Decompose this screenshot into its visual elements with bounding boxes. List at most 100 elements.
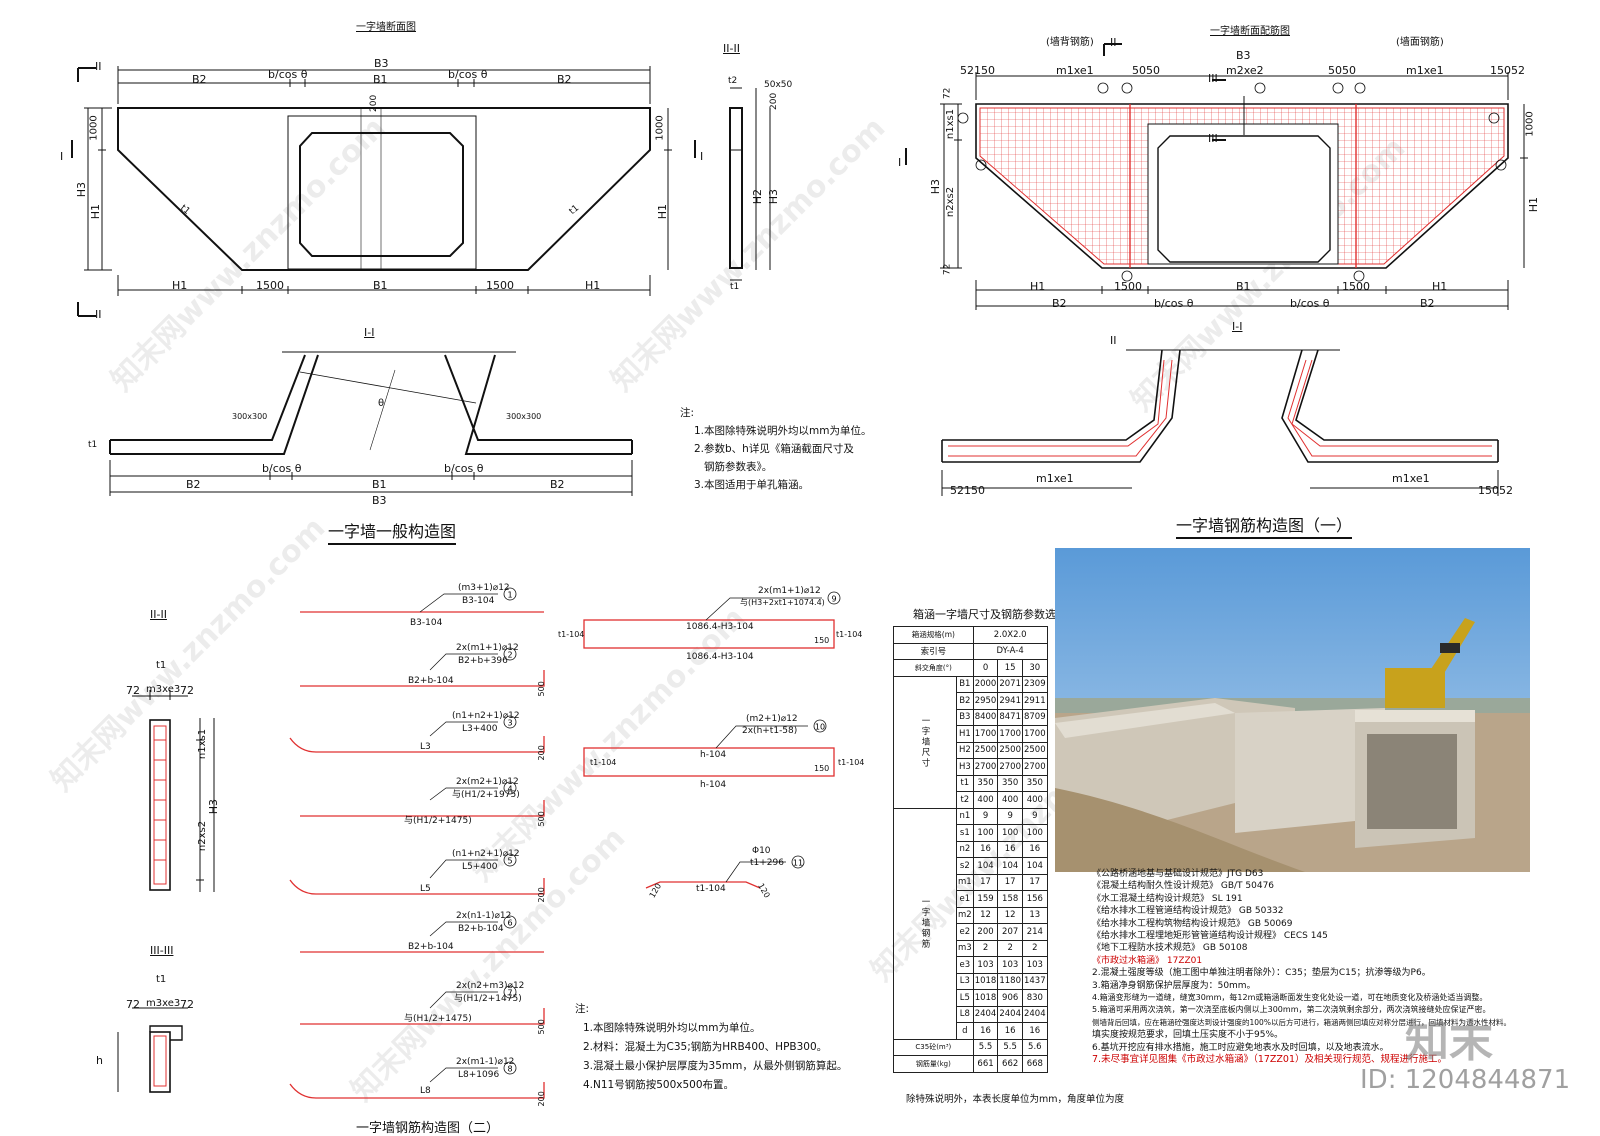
table-cell: 2700	[997, 758, 1023, 776]
table-param: L5	[956, 989, 974, 1007]
bar-2-count: 2x(m1+1)⌀12	[456, 643, 519, 653]
table-cell: 13	[1021, 906, 1048, 924]
table-cell: 2700	[972, 758, 999, 776]
table-cell: 103	[972, 956, 999, 974]
table-param: B3	[956, 708, 974, 726]
table-cell: 156	[1021, 890, 1048, 908]
dim-500-b: 500	[536, 811, 546, 827]
bar-number: 4	[507, 785, 512, 794]
dim-b2-left: B2	[192, 73, 207, 86]
bar-9-outer: 1086.4-H3-104	[686, 652, 754, 662]
table-param: H3	[956, 758, 974, 776]
selection-table-title: 箱涵一字墙尺寸及钢筋参数选用表	[913, 608, 1078, 621]
table-cell: 17	[1021, 873, 1048, 891]
note-line: 3.混凝土最小保护层厚度为35mm，从最外侧钢筋算起。	[583, 1060, 848, 1072]
cell-size-val: 2.0X2.0	[972, 626, 1048, 644]
cell-c35: 5.5	[972, 1038, 999, 1056]
bar-number: 8	[507, 1065, 512, 1074]
note-line: 3.本图适用于单孔箱涵。	[694, 479, 810, 491]
table-cell: 2700	[1021, 758, 1048, 776]
dim-m1e1-top-right: m1xe1	[1406, 64, 1444, 77]
dim-b2-rebar-left: B2	[1052, 297, 1067, 310]
cell-c35-head: C35砼(m³)	[893, 1038, 974, 1056]
section-mark-i-left: I	[60, 150, 64, 163]
table-cell: 9	[997, 807, 1023, 825]
bar-number: 2	[507, 651, 512, 660]
note-line: 1.本图除特殊说明外均以mm为单位。	[694, 425, 872, 437]
bar-4-length: 与(H1/2+1975)	[452, 790, 520, 800]
section-mark-iii-bottom: III	[1208, 132, 1218, 145]
ref-line: 《给水排水工程管道结构设计规范》 GB 50332	[1092, 906, 1284, 917]
dim-bcos-rebar-right: b/cos θ	[1290, 297, 1330, 310]
notes-rebar: 注: 1.本图除特殊说明外均以mm为单位。 2.材料：混凝土为C35;钢筋为HR…	[575, 1000, 847, 1095]
table-cell: 2404	[997, 1005, 1023, 1023]
dim-1500-rebar-right: 1500	[1342, 280, 1370, 293]
dim-b2-plan-right: B2	[550, 478, 565, 491]
rebar-drawing-title-1: 一字墙钢筋构造图（一）	[1176, 512, 1353, 539]
bar-number: 10	[815, 723, 825, 732]
table-cell: 100	[997, 824, 1023, 842]
cell-idx-head: 索引号	[893, 642, 974, 660]
table-cell: 400	[1021, 791, 1048, 809]
dim-200-b: 200	[536, 887, 546, 903]
bar-7-length: 与(H1/2+1475)	[454, 994, 522, 1004]
notes-general: 注: 1.本图除特殊说明外均以mm为单位。 2.参数b、h详见《箱涵截面尺寸及 …	[680, 404, 871, 494]
bar-9-count: 2x(m1+1)⌀12	[758, 586, 821, 596]
cell-steel: 662	[997, 1055, 1023, 1073]
dim-t2-top: t2	[728, 76, 738, 86]
dim-t1-ii: t1	[730, 282, 740, 292]
note-line: 钢筋参数表》。	[704, 461, 773, 473]
culvert-photo	[1055, 548, 1530, 872]
cell-angle: 15	[997, 659, 1023, 677]
table-cell: 8471	[997, 708, 1023, 726]
table-group-label: 一字墙尺寸	[893, 675, 957, 809]
ref-line: 侧墙背后回填，应在箱涵砼强度达到设计强度的100%以后方可进行，箱涵两侧回填应对…	[1092, 1017, 1511, 1027]
table-cell: 1180	[997, 972, 1023, 990]
table-param: L8	[956, 1005, 974, 1023]
bar-8-total: L8	[420, 1086, 431, 1096]
bar-10-outer: h-104	[700, 780, 727, 790]
table-cell: 1437	[1021, 972, 1048, 990]
table-param: d	[956, 1022, 974, 1040]
dim-1500-left: 1500	[256, 279, 284, 292]
table-param: t1	[956, 774, 974, 792]
table-cell: 1018	[972, 989, 999, 1007]
bar-6-count: 2x(n1-1)⌀12	[456, 911, 512, 921]
cell-steel-head: 钢筋量(kg)	[893, 1055, 974, 1073]
table-cell: 2911	[1021, 692, 1048, 710]
bar-9-t-right: t1-104	[836, 630, 863, 639]
table-cell: 2309	[1021, 675, 1048, 693]
dim-1500-rebar-left: 1500	[1114, 280, 1142, 293]
bar-11-inner: t1-104	[696, 884, 726, 894]
section-ii-ii-label: II-II	[723, 42, 740, 55]
dim-72-ii-right: 72	[180, 684, 194, 697]
table-cell: 16	[972, 840, 999, 858]
cell-c35: 5.5	[997, 1038, 1023, 1056]
dim-500-a: 500	[536, 681, 546, 697]
section-i-i-label: I-I	[364, 326, 375, 339]
dim-15052-top: 15052	[1490, 64, 1525, 77]
bar-10-t-right: t1-104	[838, 758, 865, 767]
wall-rebar-section-title: 一字墙断面配筋图	[1210, 26, 1290, 37]
table-cell: 2950	[972, 692, 999, 710]
table-cell: 214	[1021, 923, 1048, 941]
bar-2-total: B2+b-104	[408, 676, 454, 686]
bar-9-length: 与(H3+2xt1+1074.4)	[740, 598, 825, 607]
ref-line: 6.基坑开挖应有排水措施，施工时应避免地表水及时回填，以及地表流水。	[1092, 1042, 1389, 1053]
dim-50x50: 50x50	[764, 80, 793, 90]
table-param: s1	[956, 824, 974, 842]
table-param: n2	[956, 840, 974, 858]
bar-3-count: (n1+n2+1)⌀12	[452, 711, 520, 721]
bar-7-total: 与(H1/2+1475)	[404, 1014, 472, 1024]
table-cell: 17	[997, 873, 1023, 891]
section-ii-ii-bottom-label: II-II	[150, 608, 167, 621]
table-cell: 1700	[997, 725, 1023, 743]
table-cell: 2	[1021, 939, 1048, 957]
table-param: m3	[956, 939, 974, 957]
